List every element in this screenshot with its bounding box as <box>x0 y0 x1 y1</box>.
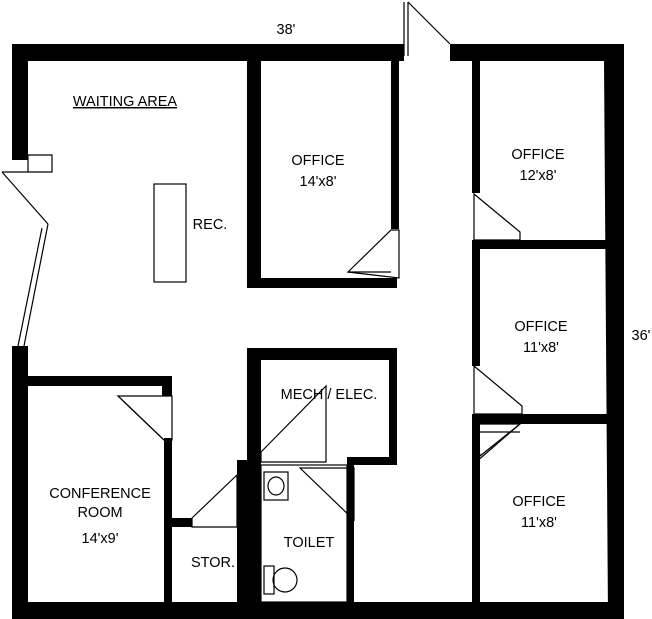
entry-door <box>1 171 49 347</box>
waiting-area-label: WAITING AREA <box>73 94 178 110</box>
reception-label: REC. <box>193 217 228 233</box>
mech-toilet-walls <box>247 348 397 618</box>
mech-elec-label: MECH / ELEC. <box>281 387 378 403</box>
top-door <box>403 1 451 56</box>
reception-desk <box>153 183 187 283</box>
height-dimension-label: 36' <box>632 328 651 344</box>
office-c-name: OFFICE <box>514 319 567 335</box>
office-c-size: 11'x8' <box>523 340 559 356</box>
office-a-size: 14'x8' <box>300 174 337 190</box>
toilet-label: TOILET <box>284 535 335 551</box>
width-dimension-label: 38' <box>277 22 296 38</box>
office-d-size: 11'x8' <box>521 515 557 531</box>
office-a-name: OFFICE <box>291 153 344 169</box>
storage-walls <box>164 460 247 618</box>
office-b-size: 12'x8' <box>520 168 557 184</box>
conference-size: 14'x9' <box>82 531 119 547</box>
office-d-name: OFFICE <box>512 494 565 510</box>
right-offices-walls <box>472 55 610 618</box>
office-14x8-walls <box>247 55 400 288</box>
storage-label: STOR. <box>191 555 235 571</box>
conference-walls <box>12 376 173 618</box>
conference-label-line2: ROOM <box>77 505 122 521</box>
office-b-name: OFFICE <box>511 147 564 163</box>
conference-label-line1: CONFERENCE <box>49 486 151 502</box>
